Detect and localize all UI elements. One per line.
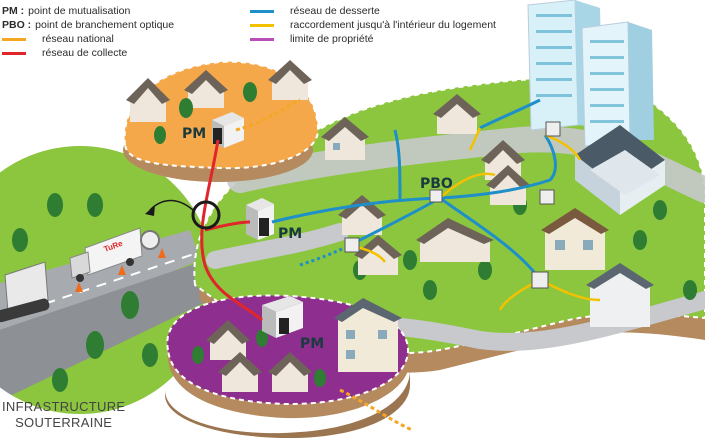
pm-label-center: PM [278,226,302,242]
infra-line1: INFRASTRUCTURE [2,399,126,414]
legend-national: réseau national [2,32,174,46]
truck-icon [69,227,160,282]
legend-raccordement-label: raccordement jusqu'à l'intérieur du loge… [290,19,496,31]
swatch-orange [2,37,26,41]
office-building [575,125,665,215]
swatch-red [2,51,26,55]
pm-cabinet-top [212,112,244,148]
legend-pbo-abbr: PBO : [2,19,32,31]
legend-collecte-label: réseau de collecte [42,47,128,59]
legend-desserte-label: réseau de desserte [290,5,380,17]
swatch-yellow [250,23,274,27]
legend-pm: PM :point de mutualisation [2,4,174,18]
pbo-boxes [344,121,561,289]
pm-cabinet-bottom [262,296,303,338]
legend-left: PM :point de mutualisation PBO :point de… [2,4,174,60]
pm-label-top: PM [182,126,206,142]
legend-pm-abbr: PM : [2,5,25,17]
legend-pbo-text: point de branchement optique [35,19,175,31]
legend-right: réseau de desserte raccordement jusqu'à … [250,4,496,46]
top-left-district [123,60,320,182]
network-lines [145,98,601,432]
legend-pbo: PBO :point de branchement optique [2,18,174,32]
bottom-district [165,294,410,438]
legend-limite-label: limite de propriété [290,33,374,45]
infra-line2: SOUTERRAINE [15,415,113,430]
apartment-towers [527,0,654,147]
pbo-label: PBO [420,176,453,192]
infrastructure-caption: INFRASTRUCTURE SOUTERRAINE [2,399,125,431]
legend-raccordement: raccordement jusqu'à l'intérieur du loge… [250,18,496,32]
swatch-blue [250,9,274,13]
pm-label-bottom: PM [300,336,324,352]
houses-main [321,94,654,327]
swatch-purple [250,37,274,41]
underground-infrastructure-view: TuRe [0,144,216,416]
legend-limite: limite de propriété [250,32,496,46]
legend-national-label: réseau national [42,33,114,45]
legend-pm-text: point de mutualisation [28,5,131,17]
excavator-icon [0,261,50,323]
legend-collecte: réseau de collecte [2,46,174,60]
legend-desserte: réseau de desserte [250,4,496,18]
pm-cabinet-center [246,198,274,240]
